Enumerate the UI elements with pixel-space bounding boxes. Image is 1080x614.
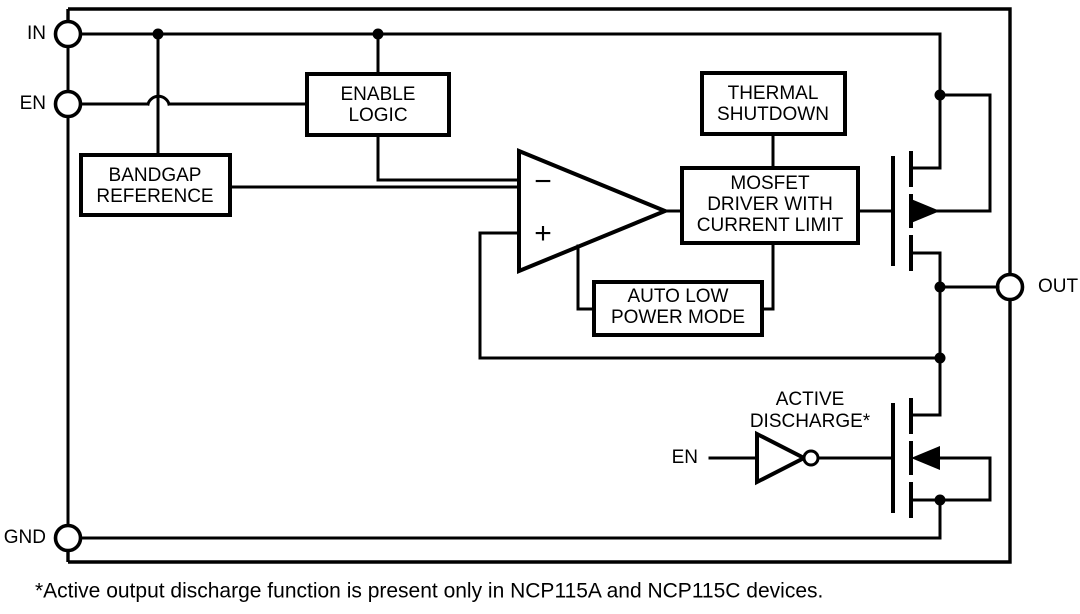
junction-pmos-source-bulk <box>934 89 946 101</box>
block-bandgap-reference: BANDGAP REFERENCE <box>79 153 232 217</box>
pmos-bulk-arrow-icon <box>911 199 940 223</box>
discharge-enable-inverter: EN <box>672 430 895 486</box>
active-discharge-label-line2: DISCHARGE* <box>750 411 871 432</box>
footnote: *Active output discharge function is pre… <box>35 580 823 603</box>
en-net <box>78 94 309 106</box>
amplifier-inverting-input-label: − <box>534 165 552 198</box>
enable-logic-output-wire <box>376 133 521 182</box>
pin-circle-in <box>53 19 83 49</box>
pin-circle-out <box>995 272 1025 302</box>
amplifier-noninverting-input-label: + <box>534 217 552 250</box>
in-net <box>78 28 942 157</box>
pin-terminals <box>53 19 1025 553</box>
device-outline <box>66 7 1012 564</box>
inverter-input-label: EN <box>672 447 698 468</box>
block-auto-low-power-mode: AUTO LOW POWER MODE <box>576 244 775 337</box>
pin-circle-en <box>53 89 83 119</box>
mosfet-driver-label-line1: MOSFET <box>730 173 810 194</box>
pin-label-gnd: GND <box>4 527 46 548</box>
block-thermal-shutdown: THERMAL SHUTDOWN <box>700 71 847 170</box>
junction-out-node <box>934 281 946 293</box>
auto-low-power-label-line1: AUTO LOW <box>628 286 729 307</box>
bandgap-label-line2: REFERENCE <box>96 186 213 207</box>
out-net <box>934 281 1000 412</box>
bandgap-label-line1: BANDGAP <box>109 165 202 186</box>
junction-in-bandgap <box>152 28 164 40</box>
enable-logic-label-line2: LOGIC <box>348 105 407 126</box>
thermal-shutdown-label-line1: THERMAL <box>728 83 819 104</box>
active-discharge-annotation: ACTIVE DISCHARGE* <box>750 389 871 432</box>
junction-nmos-source-bulk <box>934 494 946 506</box>
block-enable-logic: ENABLE LOGIC <box>305 72 451 137</box>
enable-logic-label-line1: ENABLE <box>341 84 416 105</box>
pin-label-in: IN <box>27 23 46 44</box>
thermal-shutdown-label-line2: SHUTDOWN <box>717 104 829 125</box>
block-mosfet-driver: MOSFET DRIVER WITH CURRENT LIMIT <box>680 166 860 245</box>
mosfet-driver-label-line3: CURRENT LIMIT <box>697 215 844 236</box>
pin-circle-gnd <box>53 523 83 553</box>
error-amplifier: − + <box>517 148 684 274</box>
pin-label-out: OUT <box>1038 276 1079 297</box>
pin-label-en: EN <box>20 93 46 114</box>
gnd-net <box>78 498 942 540</box>
inverter-bubble-icon <box>802 449 820 467</box>
auto-low-power-label-line2: POWER MODE <box>611 307 745 328</box>
junction-in-enable <box>372 28 384 40</box>
pass-pmos-transistor <box>891 89 992 289</box>
active-discharge-label-line1: ACTIVE <box>776 389 845 410</box>
active-discharge-nmos-transistor <box>891 398 992 540</box>
mosfet-driver-label-line2: DRIVER WITH <box>707 194 833 215</box>
nmos-bulk-arrow-icon <box>911 446 940 470</box>
